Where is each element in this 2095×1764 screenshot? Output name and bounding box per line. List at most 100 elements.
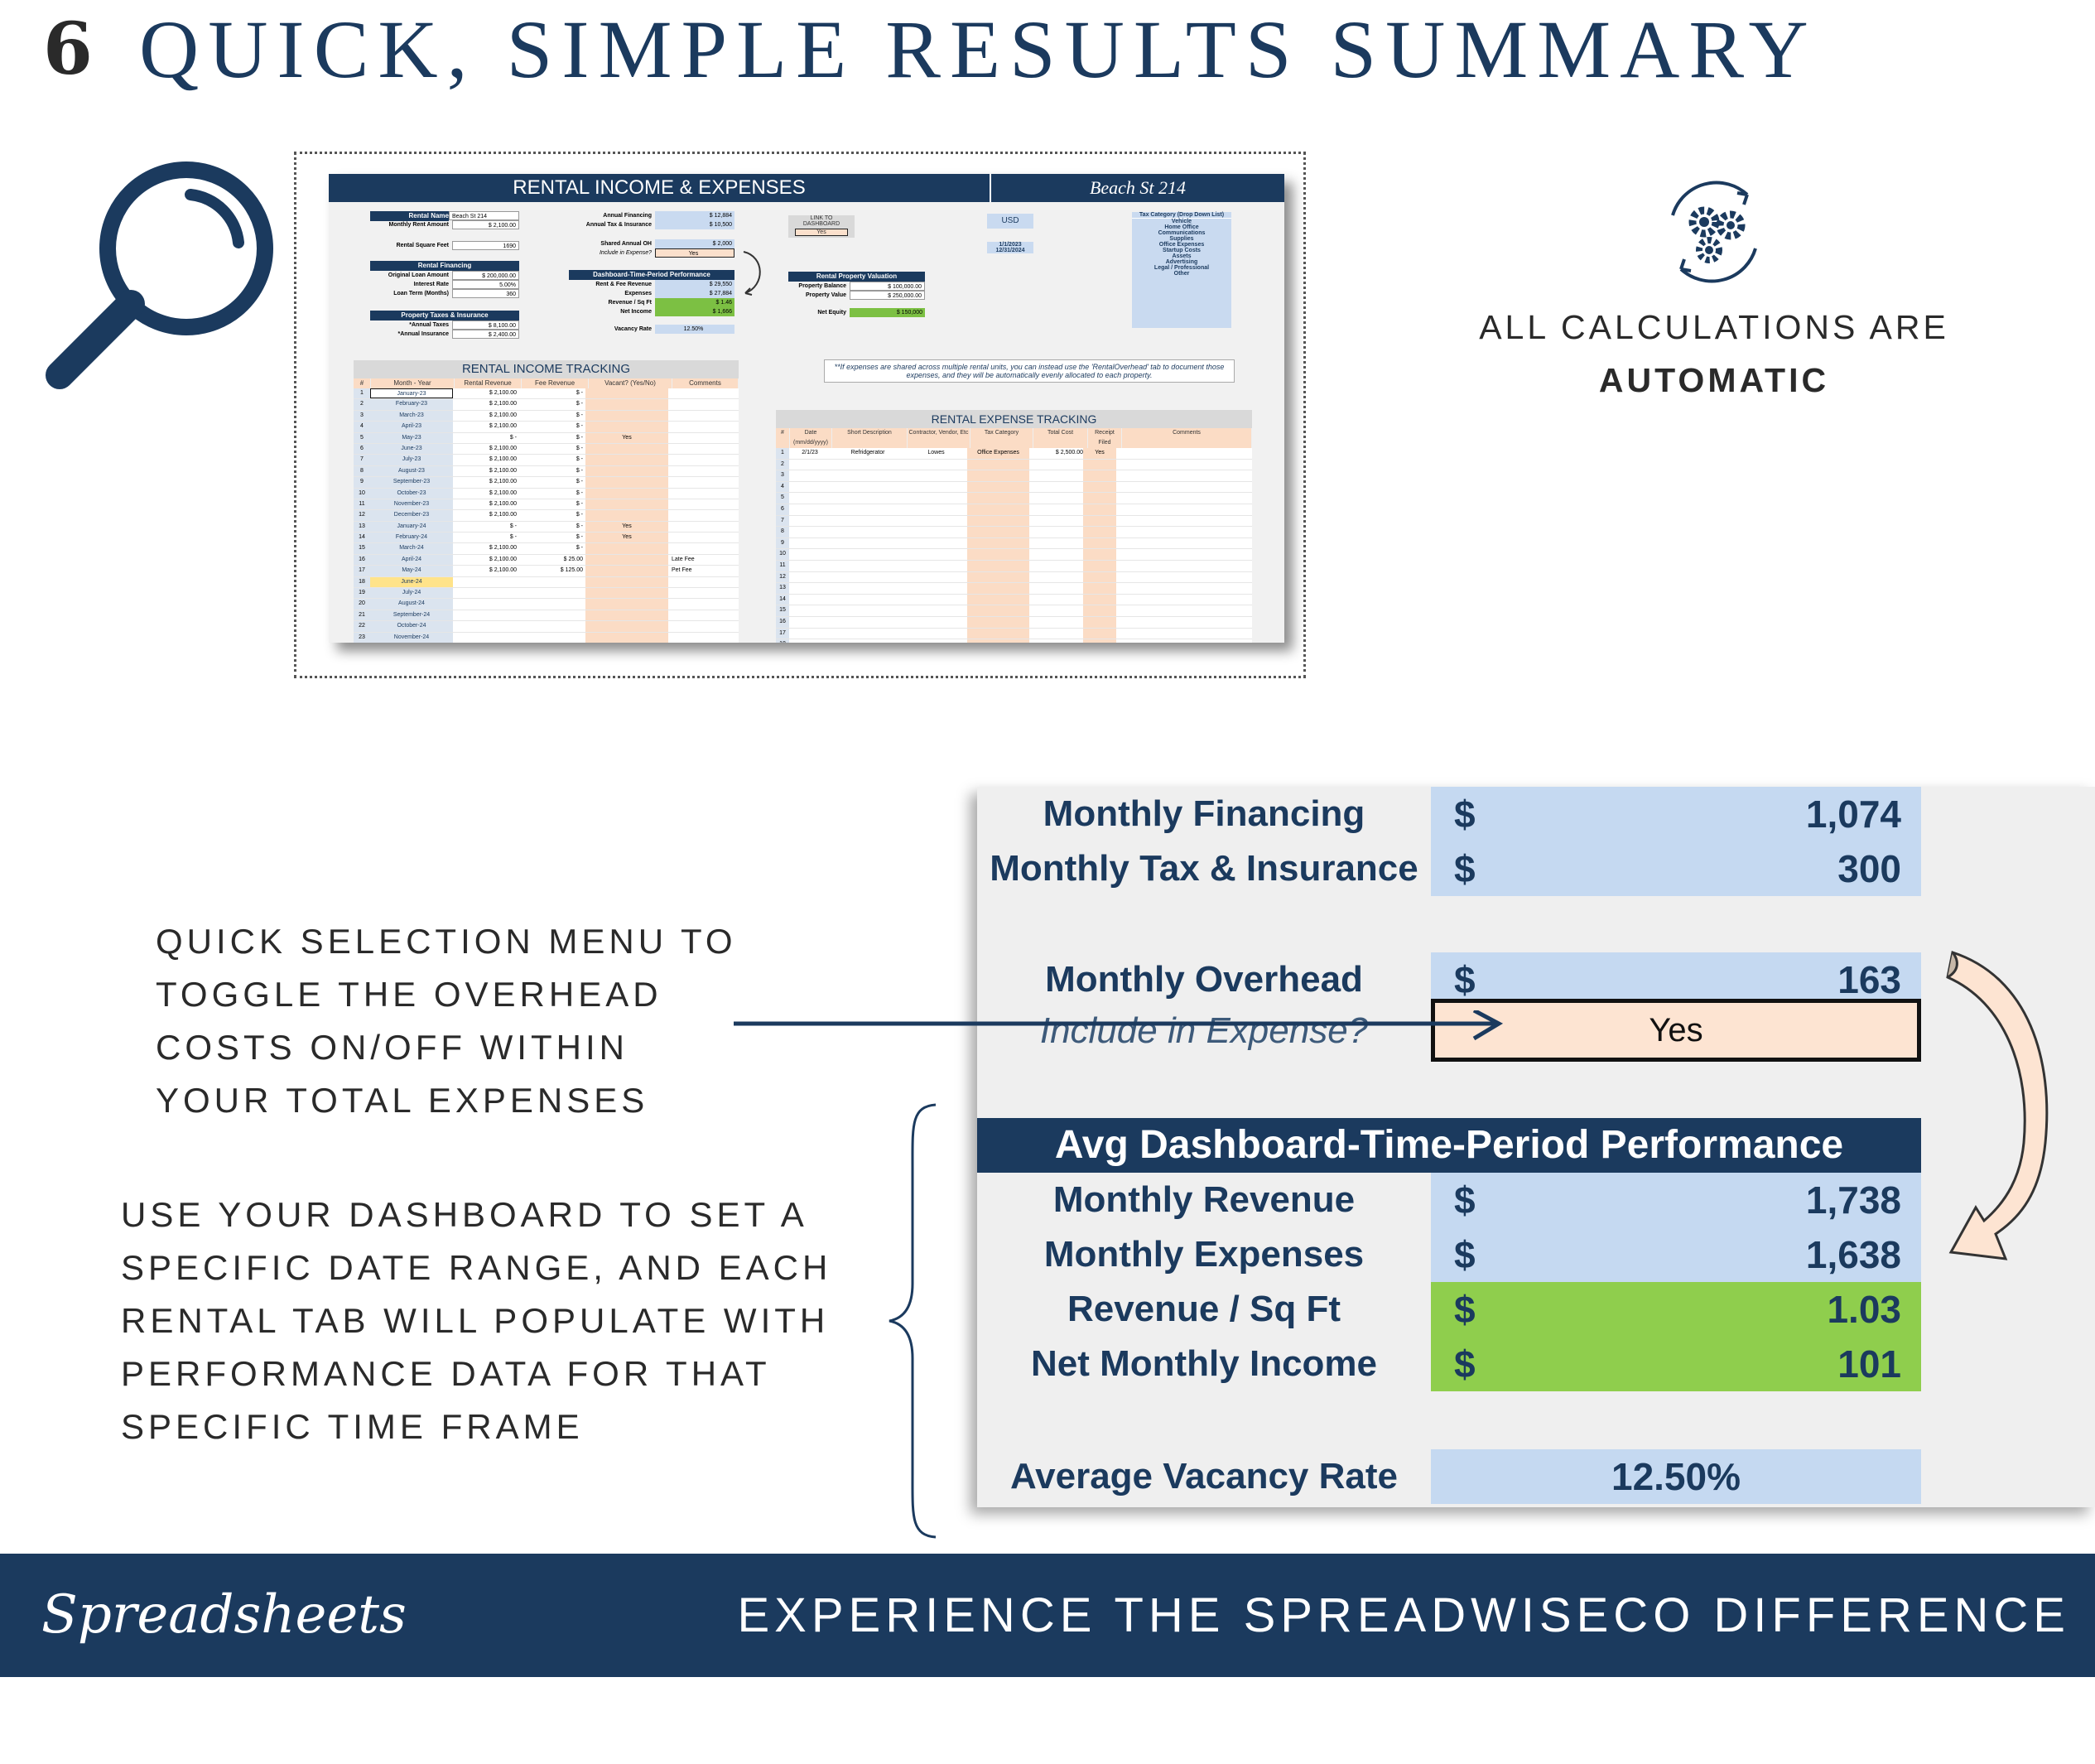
table-cell[interactable] [1116, 639, 1252, 643]
tax-category-item[interactable]: Office Expenses [1158, 242, 1205, 248]
table-cell[interactable] [905, 605, 967, 616]
table-cell[interactable] [1029, 504, 1083, 515]
interest-rate-field[interactable]: 5.00% [452, 280, 519, 289]
table-cell[interactable] [831, 583, 905, 594]
table-cell[interactable] [789, 561, 831, 571]
table-cell[interactable]: $ - [576, 512, 583, 518]
table-cell[interactable] [668, 444, 739, 454]
table-cell[interactable]: $ 2,100.00 [489, 456, 517, 463]
table-cell[interactable] [789, 470, 831, 481]
table-cell[interactable]: Yes [585, 432, 668, 443]
table-cell[interactable] [831, 482, 905, 493]
table-cell[interactable] [453, 633, 519, 643]
table-cell[interactable] [668, 543, 739, 553]
table-cell[interactable] [1029, 561, 1083, 571]
table-cell[interactable] [905, 527, 967, 537]
table-cell[interactable] [1116, 617, 1252, 628]
table-cell[interactable] [1116, 482, 1252, 493]
table-cell[interactable] [1083, 605, 1116, 616]
table-cell[interactable] [668, 599, 739, 609]
table-cell[interactable] [1029, 583, 1083, 594]
table-cell[interactable] [668, 610, 739, 620]
table-cell[interactable] [1029, 538, 1083, 549]
table-cell[interactable] [1116, 448, 1252, 459]
table-cell[interactable] [905, 549, 967, 560]
table-cell[interactable] [1083, 616, 1116, 628]
table-cell[interactable] [1116, 493, 1252, 504]
table-cell[interactable] [519, 621, 585, 631]
table-cell[interactable]: $ - [576, 390, 583, 396]
table-cell[interactable]: $ - [509, 534, 517, 541]
annual-taxes-field[interactable]: $ 8,100.00 [452, 321, 519, 330]
table-cell[interactable] [585, 599, 668, 610]
table-cell[interactable] [789, 504, 831, 515]
table-cell[interactable] [585, 576, 668, 588]
table-cell[interactable] [1083, 594, 1116, 605]
table-cell[interactable] [1029, 549, 1083, 560]
table-cell[interactable] [789, 538, 831, 549]
table-cell[interactable] [1029, 516, 1083, 527]
table-cell[interactable] [668, 588, 739, 598]
table-cell[interactable] [905, 595, 967, 605]
table-cell[interactable] [967, 549, 1029, 560]
table-cell[interactable] [1116, 527, 1252, 537]
table-cell[interactable] [789, 572, 831, 583]
table-cell[interactable] [668, 621, 739, 631]
table-cell[interactable]: $ - [576, 445, 583, 451]
table-cell[interactable]: $ - [509, 434, 517, 441]
table-cell[interactable]: $ - [576, 500, 583, 507]
table-cell[interactable] [967, 537, 1029, 549]
table-cell[interactable]: $ 2,100.00 [489, 512, 517, 518]
table-cell[interactable]: $ - [576, 479, 583, 485]
table-cell[interactable] [831, 572, 905, 583]
table-cell[interactable] [905, 504, 967, 515]
table-cell[interactable] [831, 605, 905, 616]
table-cell[interactable] [831, 516, 905, 527]
table-cell[interactable] [1029, 617, 1083, 628]
rental-name-field[interactable]: Beach St 214 [449, 211, 519, 220]
table-cell[interactable] [668, 399, 739, 409]
loan-term-field[interactable]: 360 [452, 289, 519, 298]
table-cell[interactable] [585, 510, 668, 521]
table-cell[interactable]: $ - [576, 545, 583, 552]
include-expense-select[interactable]: Yes [1431, 999, 1921, 1062]
table-cell[interactable] [585, 543, 668, 554]
table-cell[interactable] [585, 621, 668, 632]
table-cell[interactable] [1029, 629, 1083, 639]
table-cell[interactable] [905, 639, 967, 643]
table-cell[interactable] [668, 455, 739, 465]
table-cell[interactable] [519, 588, 585, 598]
table-cell[interactable]: Pet Fee [672, 567, 692, 574]
table-cell[interactable] [905, 470, 967, 481]
table-cell[interactable]: $ 2,100.00 [489, 390, 517, 396]
table-cell[interactable] [831, 617, 905, 628]
table-cell[interactable] [1116, 583, 1252, 594]
table-cell[interactable]: $ 2,100.00 [489, 567, 517, 574]
currency-field[interactable]: USD [987, 214, 1033, 229]
table-cell[interactable] [905, 617, 967, 628]
table-cell[interactable] [1083, 481, 1116, 493]
table-cell[interactable] [585, 588, 668, 599]
table-cell[interactable] [585, 465, 668, 477]
table-cell[interactable]: Lowes [927, 450, 945, 455]
table-cell[interactable] [789, 549, 831, 560]
table-cell[interactable] [905, 629, 967, 639]
table-cell[interactable]: $ 2,100.00 [489, 467, 517, 474]
table-cell[interactable] [1029, 460, 1083, 470]
table-cell[interactable] [519, 633, 585, 643]
table-cell[interactable] [585, 422, 668, 432]
table-cell[interactable] [1116, 629, 1252, 639]
table-cell[interactable] [1083, 571, 1116, 583]
table-cell[interactable] [453, 577, 519, 587]
table-cell[interactable] [585, 554, 668, 566]
table-cell[interactable] [585, 566, 668, 576]
table-cell[interactable] [1116, 504, 1252, 515]
table-cell[interactable]: $ 2,100.00 [489, 412, 517, 418]
property-value-field[interactable]: $ 250,000.00 [850, 291, 925, 300]
table-cell[interactable] [1029, 482, 1083, 493]
table-cell[interactable] [967, 639, 1029, 643]
table-cell[interactable]: $ 25.00 [563, 556, 583, 562]
table-cell[interactable] [1083, 537, 1116, 549]
table-cell[interactable]: Yes [585, 521, 668, 533]
table-cell[interactable] [1083, 459, 1116, 470]
